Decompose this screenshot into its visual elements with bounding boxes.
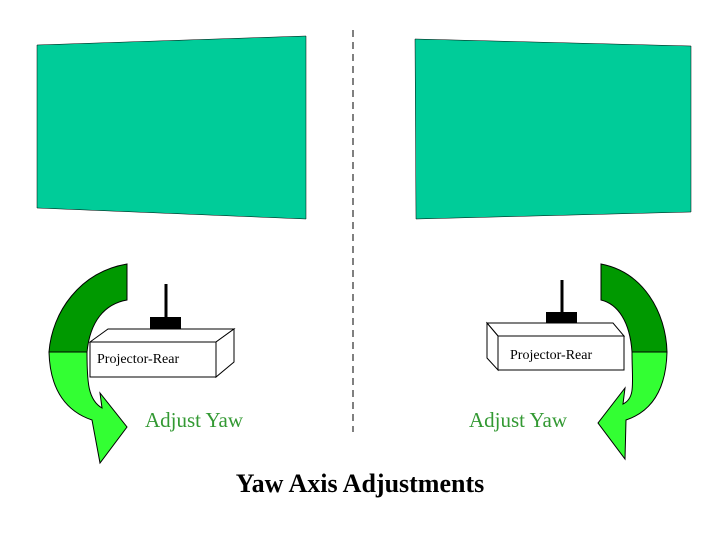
left-yaw-arrow — [48, 263, 128, 465]
right-arrow-light-segment — [597, 351, 668, 461]
left-projector-label: Projector-Rear — [97, 352, 179, 367]
right-screen — [414, 38, 692, 220]
right-projector-top — [485, 322, 626, 337]
left-screen — [36, 35, 307, 220]
right-projector-front — [497, 335, 625, 371]
left-projector-top — [88, 328, 236, 343]
right-adjust-yaw-label: Adjust Yaw — [469, 408, 568, 432]
left-projector-front — [89, 341, 217, 378]
left-projector: Projector-Rear — [88, 284, 236, 379]
right-yaw-arrow — [597, 263, 668, 461]
left-arrow-light-segment — [48, 351, 128, 465]
right-projector-label: Projector-Rear — [510, 348, 592, 363]
left-adjust-yaw-label: Adjust Yaw — [145, 408, 244, 432]
diagram-title: Yaw Axis Adjustments — [236, 469, 485, 498]
right-projector: Projector-Rear — [485, 280, 626, 372]
